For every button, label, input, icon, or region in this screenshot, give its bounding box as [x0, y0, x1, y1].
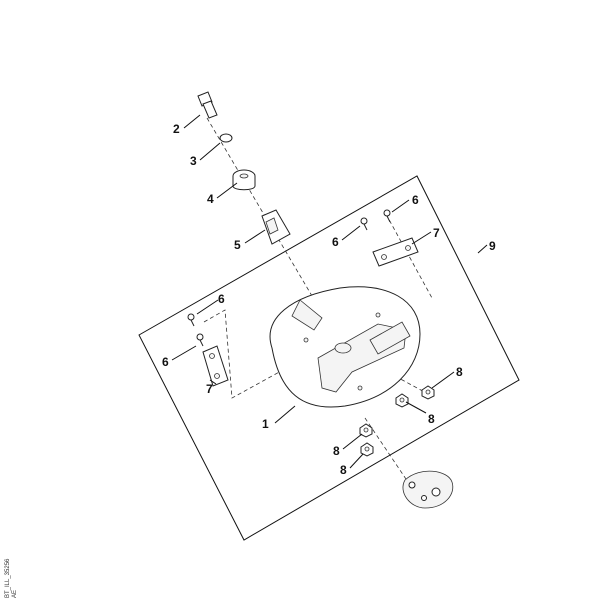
callout-7-left: 7 [206, 382, 213, 396]
nut-part-a [421, 385, 435, 400]
screw-part-left-a [187, 313, 195, 327]
mounting-plate-outline [138, 175, 520, 541]
callout-8-a: 8 [456, 365, 463, 379]
callout-1: 1 [262, 417, 269, 431]
nut-part-d [360, 442, 374, 457]
callout-5: 5 [234, 238, 241, 252]
screw-part-left-b [196, 333, 204, 347]
washer-part [219, 133, 233, 143]
nut-part-b [395, 393, 409, 408]
bolt-part [197, 91, 218, 119]
callout-6-left-b: 6 [162, 355, 169, 369]
callout-8-c: 8 [333, 444, 340, 458]
screw-part-upper-b [383, 209, 391, 223]
callout-8-b: 8 [428, 412, 435, 426]
callout-6-upper-b: 6 [412, 193, 419, 207]
screw-part-upper-a [360, 217, 368, 231]
drawing-code: BT_ILL_35256 AE [5, 558, 18, 598]
callout-8-d: 8 [340, 463, 347, 477]
callout-9: 9 [489, 239, 496, 253]
engine-housing-stub [402, 470, 454, 509]
callout-2: 2 [173, 122, 180, 136]
callout-labels: 1 2 3 4 5 6 6 7 9 6 6 7 8 8 8 8 [162, 122, 496, 477]
clamp-plate-upper [372, 237, 419, 267]
drawing-code-text: BT_ILL_35256 [5, 558, 11, 598]
rubber-mount-part [232, 169, 256, 191]
nut-part-c [359, 423, 373, 438]
callout-7-upper: 7 [433, 226, 440, 240]
bracket-part [261, 209, 291, 245]
base-disc-part [269, 286, 421, 408]
callout-4: 4 [207, 192, 214, 206]
callout-6-upper-a: 6 [332, 235, 339, 249]
clamp-plate-left [202, 345, 229, 387]
drawing-code-sub: AE [12, 590, 18, 598]
leader-lines [171, 114, 488, 469]
callout-6-left-a: 6 [218, 292, 225, 306]
callout-3: 3 [190, 154, 197, 168]
